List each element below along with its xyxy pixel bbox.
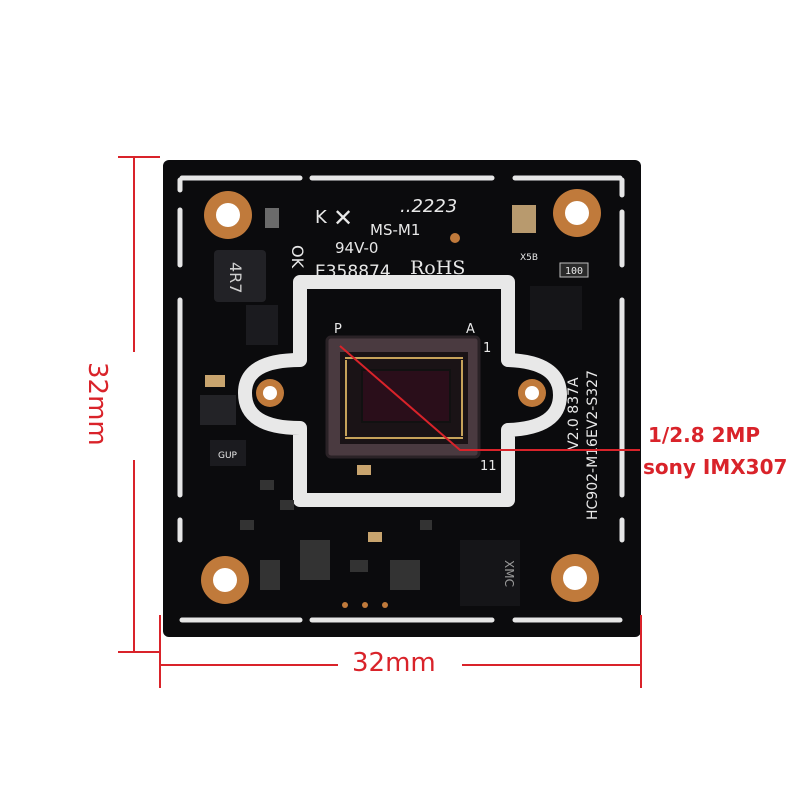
mount-hole bbox=[553, 189, 601, 237]
ic-chip bbox=[246, 305, 278, 345]
sensor-bond-wires bbox=[345, 357, 463, 439]
cap-label: X5B bbox=[520, 253, 538, 263]
brand-x-logo: ✕ bbox=[333, 204, 353, 232]
capacitor bbox=[512, 205, 536, 233]
resistor bbox=[559, 262, 589, 278]
bottom-pads bbox=[342, 602, 388, 608]
ic-chip bbox=[200, 395, 236, 425]
inductor-label: 4R7 bbox=[226, 262, 245, 293]
flammability-mark: 94V-0 bbox=[335, 239, 378, 257]
width-dimension-label: 32mm bbox=[352, 648, 436, 678]
mount-hole bbox=[551, 554, 599, 602]
ic-chip bbox=[210, 440, 246, 466]
component-cluster bbox=[240, 480, 432, 590]
pin-a-label: A bbox=[466, 322, 475, 337]
height-dimension bbox=[118, 156, 160, 653]
edge-slots bbox=[177, 175, 625, 623]
inductor bbox=[214, 250, 266, 302]
height-dimension-label: 32mm bbox=[82, 362, 112, 446]
version-label: V2.0 837A bbox=[566, 377, 582, 450]
callout-pointer bbox=[339, 345, 640, 451]
flash-chip-2 bbox=[460, 540, 520, 606]
flash-chip-label: XMC bbox=[502, 560, 516, 587]
side-ok-label: OK bbox=[288, 245, 307, 269]
width-dimension bbox=[159, 615, 642, 688]
sensor-resolution-label: 1/2.8 2MP bbox=[648, 423, 761, 447]
sensor-model-label: sony IMX307 bbox=[643, 455, 788, 479]
pin-1-label: 1 bbox=[483, 341, 491, 356]
mount-hole bbox=[201, 556, 249, 604]
mount-hole bbox=[204, 191, 252, 239]
capacitor bbox=[357, 465, 371, 475]
small-ic-label: GUP bbox=[218, 451, 238, 461]
capacitor bbox=[205, 375, 225, 387]
board-code: ..2223 bbox=[400, 196, 457, 217]
brand-mark: K bbox=[315, 207, 328, 228]
via-pad bbox=[450, 233, 460, 243]
cert-number: E358874 bbox=[315, 262, 391, 282]
rohs-mark: RoHS bbox=[410, 257, 465, 279]
board-model: MS-M1 bbox=[370, 221, 420, 239]
lens-holder-outline bbox=[238, 275, 567, 507]
capacitor bbox=[265, 208, 279, 228]
capacitor bbox=[368, 532, 382, 542]
part-number: HC902-M16EV2-S327 bbox=[585, 370, 601, 520]
resistor-label: 100 bbox=[565, 266, 583, 277]
pin-11-label: 11 bbox=[480, 459, 497, 474]
pin-p-label: P bbox=[334, 322, 342, 337]
flash-chip bbox=[530, 286, 582, 330]
